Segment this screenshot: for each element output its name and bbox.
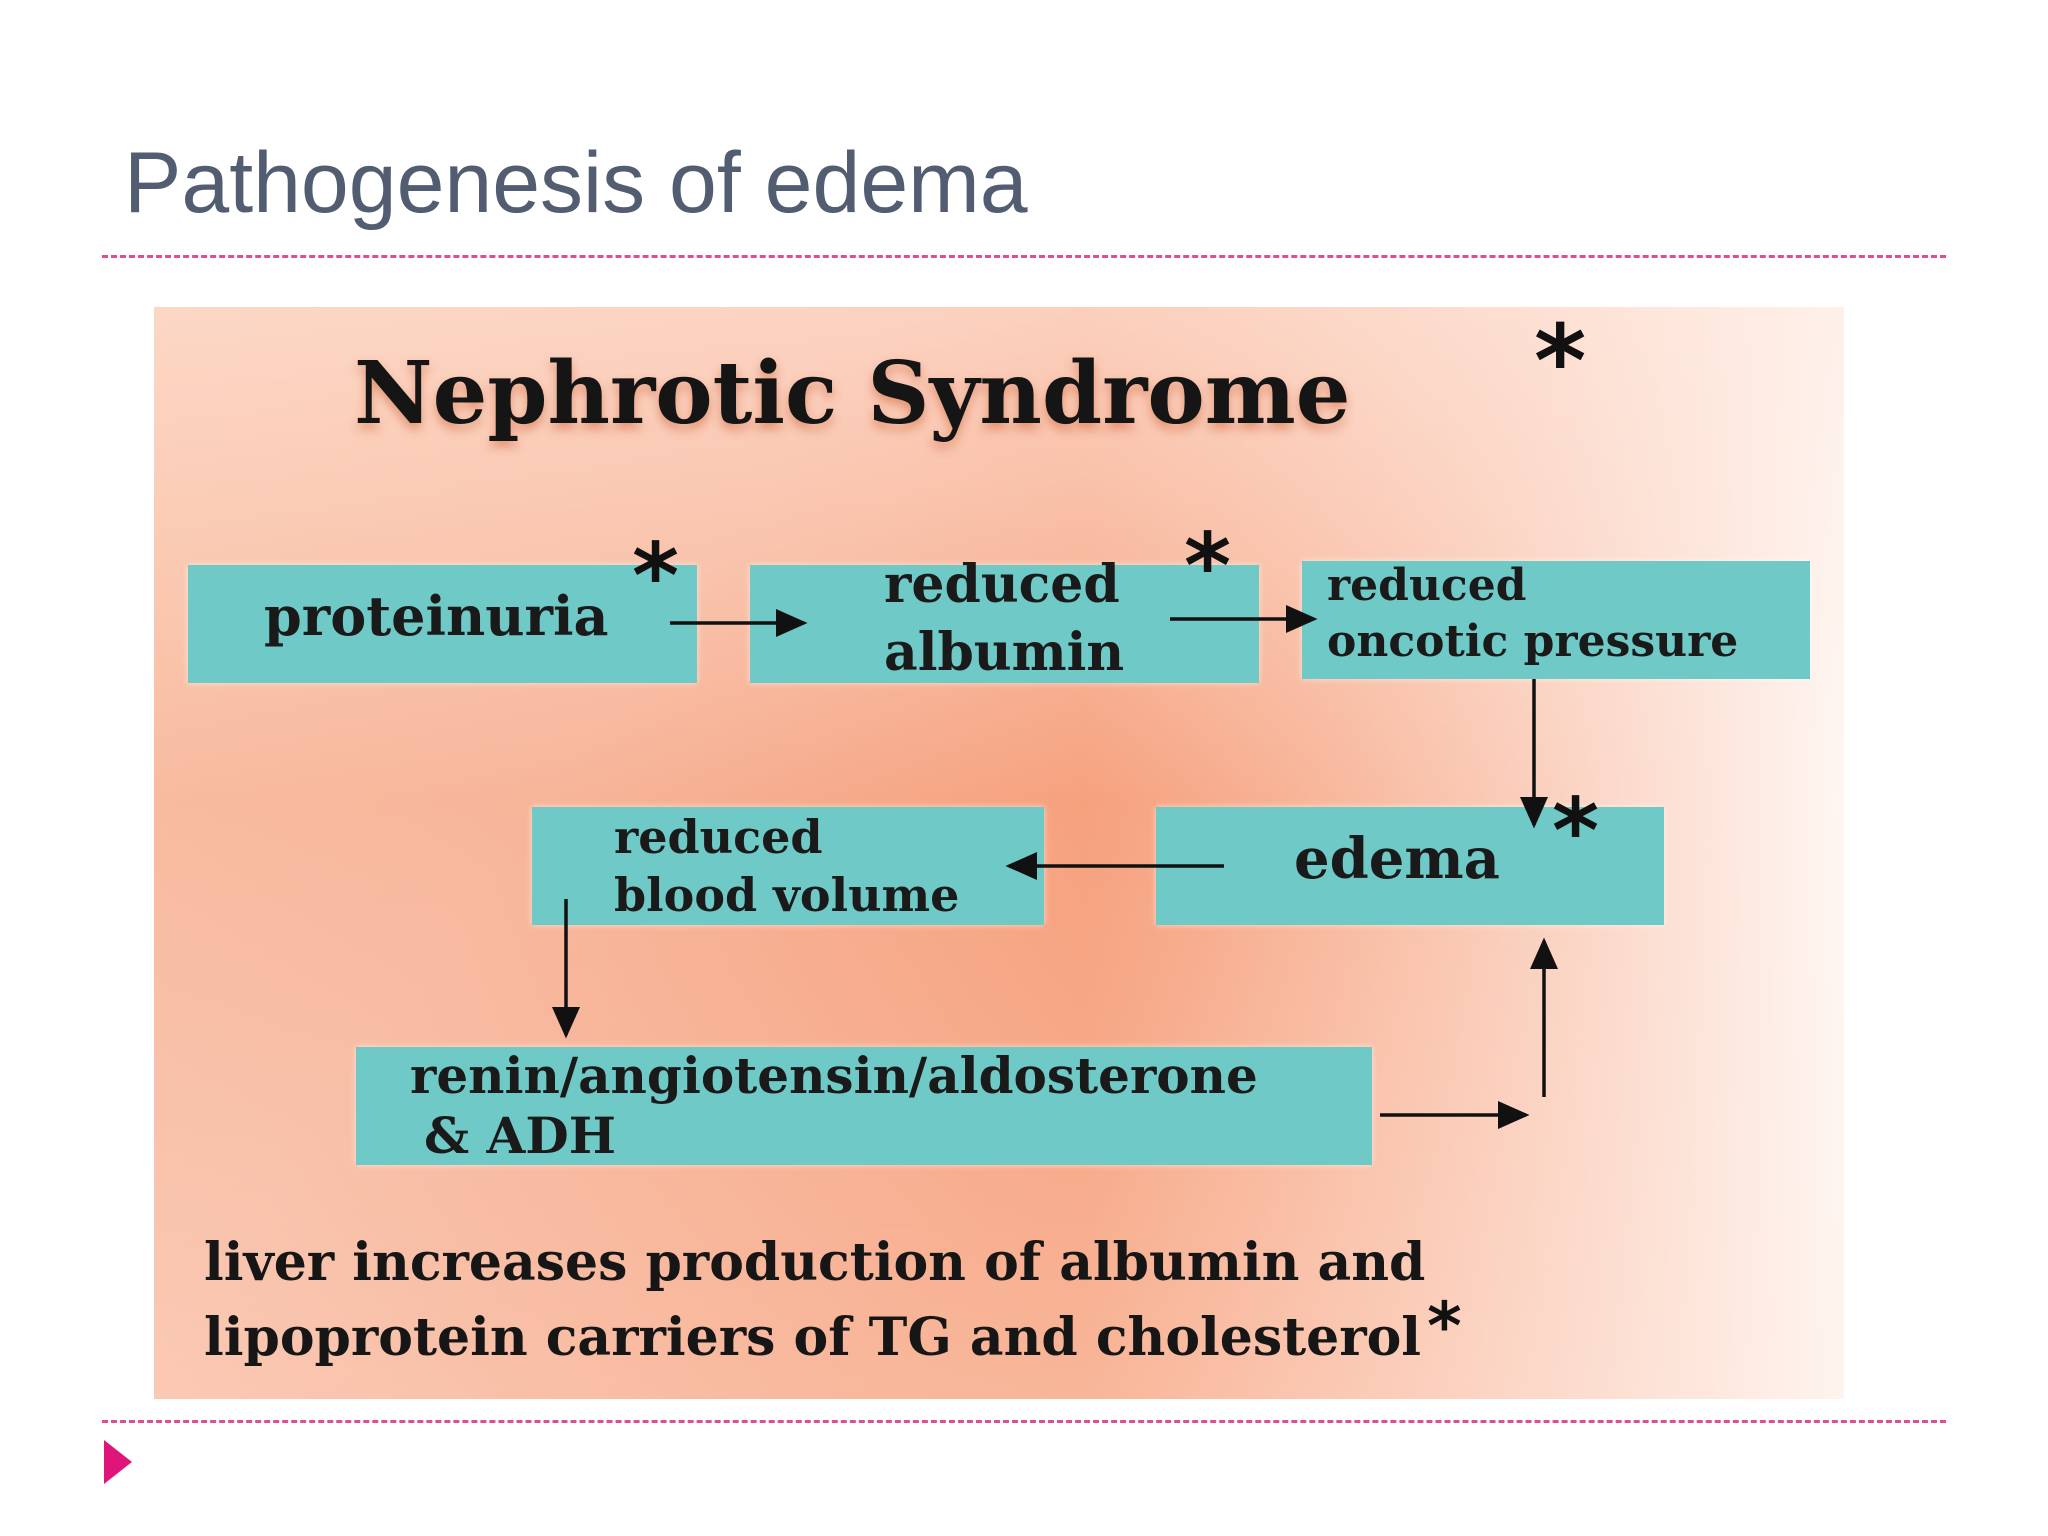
box-reduced-albumin-line2: albumin	[884, 622, 1125, 683]
box-reduced-albumin-line1: reduced	[884, 554, 1120, 615]
box-reduced-blood-volume-line2: blood volume	[614, 868, 960, 922]
nephrotic-syndrome-figure: Nephrotic Syndrome * proteinuria * reduc…	[154, 307, 1844, 1399]
title-divider	[102, 255, 1946, 258]
liver-footnote-line2: lipoprotein carriers of TG and cholester…	[204, 1293, 1462, 1375]
diagram-title: Nephrotic Syndrome	[354, 346, 1350, 442]
box-reduced-oncotic-line1: reduced	[1327, 560, 1527, 611]
footer-divider	[102, 1420, 1946, 1423]
box-raas-adh	[356, 1047, 1372, 1165]
right-triangle-bullet-icon	[104, 1440, 132, 1484]
proteinuria-asterisk: *	[632, 524, 680, 629]
box-raas-line2: & ADH	[424, 1106, 616, 1165]
reduced-albumin-asterisk: *	[1184, 514, 1232, 619]
box-reduced-oncotic-line2: oncotic pressure	[1327, 616, 1739, 667]
box-raas-line1: renin/angiotensin/aldosterone	[410, 1046, 1258, 1105]
slide-title: Pathogenesis of edema	[124, 135, 1028, 231]
diagram-title-asterisk: *	[1534, 307, 1587, 420]
flow-arrows	[552, 605, 1558, 1129]
liver-footnote-line1: liver increases production of albumin an…	[204, 1232, 1426, 1293]
box-reduced-albumin	[750, 565, 1259, 683]
box-reduced-oncotic-pressure	[1302, 561, 1810, 679]
box-proteinuria	[188, 565, 697, 683]
box-edema	[1156, 807, 1664, 925]
box-edema-label: edema	[1294, 826, 1500, 892]
liver-footnote-line2-text: lipoprotein carriers of TG and cholester…	[204, 1306, 1422, 1368]
box-reduced-blood-volume-line1: reduced	[614, 810, 823, 864]
liver-footnote: liver increases production of albumin an…	[204, 1227, 1462, 1375]
liver-footnote-asterisk: *	[1427, 1287, 1462, 1365]
diagram-title-text: Nephrotic Syndrome	[354, 343, 1351, 444]
edema-asterisk: *	[1552, 779, 1600, 884]
box-reduced-blood-volume	[532, 807, 1044, 925]
box-proteinuria-label: proteinuria	[264, 584, 609, 648]
